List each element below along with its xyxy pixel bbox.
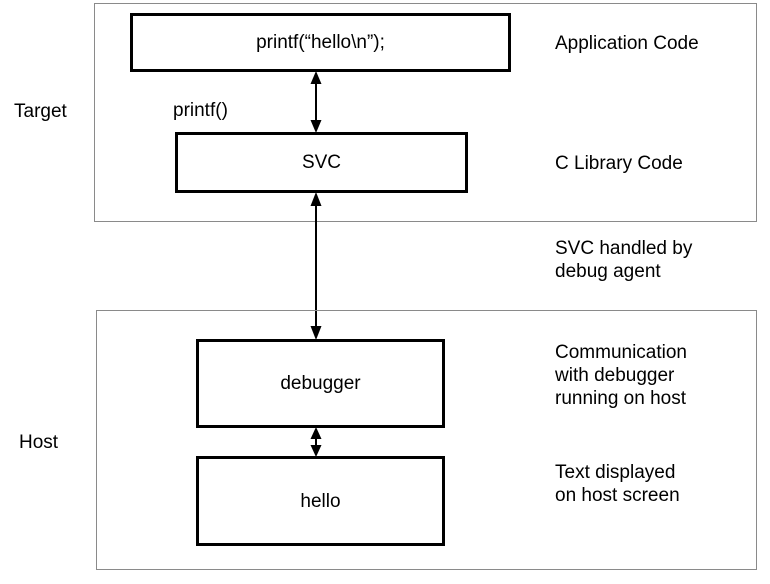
region-label-target: Target [14,101,67,122]
annotation-svc-handler: SVC handled by debug agent [555,238,693,282]
box-application-code: printf(“hello\n”); [130,13,511,72]
arrow-app-to-clibrary [306,70,326,134]
box-hello-output-label: hello [300,490,341,512]
region-target [94,3,757,222]
annotation-communication: Communication with debugger running on h… [555,342,687,409]
box-debugger-label: debugger [280,373,361,394]
region-label-host: Host [19,432,59,453]
caption-printf-call: printf() [173,100,228,121]
box-application-code-label: printf(“hello\n”); [256,32,385,53]
box-hello-output: hello [196,456,445,546]
box-debugger: debugger [196,339,445,428]
annotation-application-code: Application Code [555,33,699,54]
box-c-library-label: SVC [301,152,342,173]
arrow-svc-to-debugger [306,191,326,341]
annotation-text-display: Text displayed on host screen [555,462,680,506]
annotation-c-library: C Library Code [555,153,683,174]
arrow-debugger-to-hello [306,426,326,458]
region-host [96,310,757,570]
box-c-library: SVC [175,132,468,193]
